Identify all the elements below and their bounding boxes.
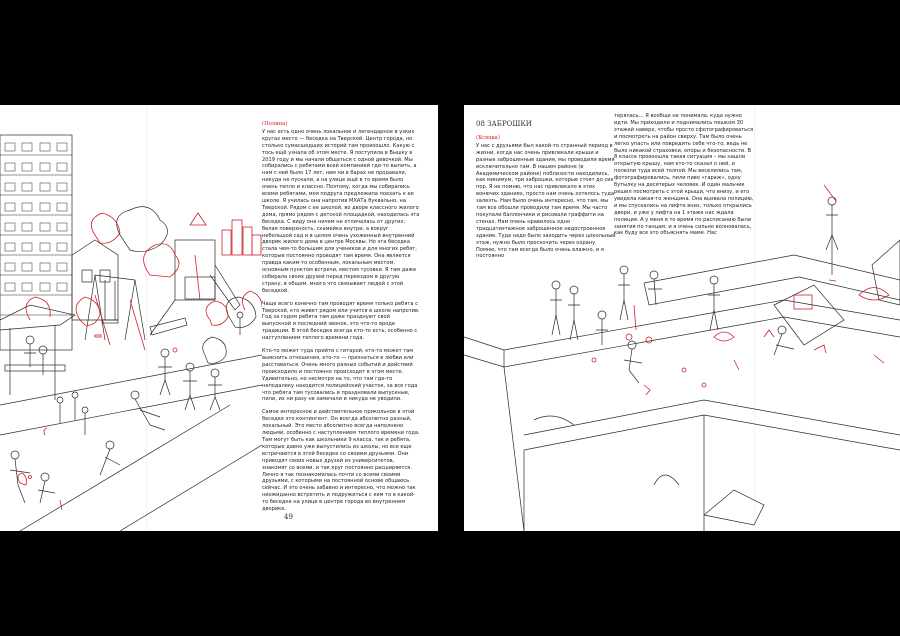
paragraph: Самое интересное и действительное прикол… bbox=[262, 409, 420, 513]
section-header: 08 ЗАБРОШКИ bbox=[476, 120, 532, 128]
author-name: (Ксюша) bbox=[476, 135, 500, 141]
author-name: (Полина) bbox=[262, 121, 288, 127]
paragraph: Кто-то может туда прийти с гитарой, кто-… bbox=[262, 348, 418, 403]
fold-line bbox=[754, 105, 755, 531]
right-page: 08 ЗАБРОШКИ (Ксюша) У нас с друзьями был… bbox=[464, 105, 900, 531]
paragraph: терялась… Я вообще не понимала, куда нуж… bbox=[614, 113, 754, 237]
rooftop-illustration bbox=[464, 184, 900, 531]
page-number: 49 bbox=[284, 513, 293, 521]
paragraph: У нас с друзьями был какой-то странный п… bbox=[476, 142, 616, 260]
left-article-text: (Полина) У нас есть одно очень локальное… bbox=[262, 121, 420, 519]
right-article-column-1: (Ксюша) У нас с друзьями был какой-то ст… bbox=[476, 135, 616, 266]
paragraph: У нас есть одно очень локальное и легенд… bbox=[262, 128, 420, 294]
fold-line bbox=[146, 105, 147, 531]
paragraph: Чаще всего конечно там проводят время то… bbox=[262, 300, 420, 342]
right-article-column-2: терялась… Я вообще не понимала, куда нуж… bbox=[614, 113, 754, 243]
courtyard-illustration bbox=[0, 134, 262, 531]
left-page: (Полина) У нас есть одно очень локальное… bbox=[0, 105, 438, 531]
